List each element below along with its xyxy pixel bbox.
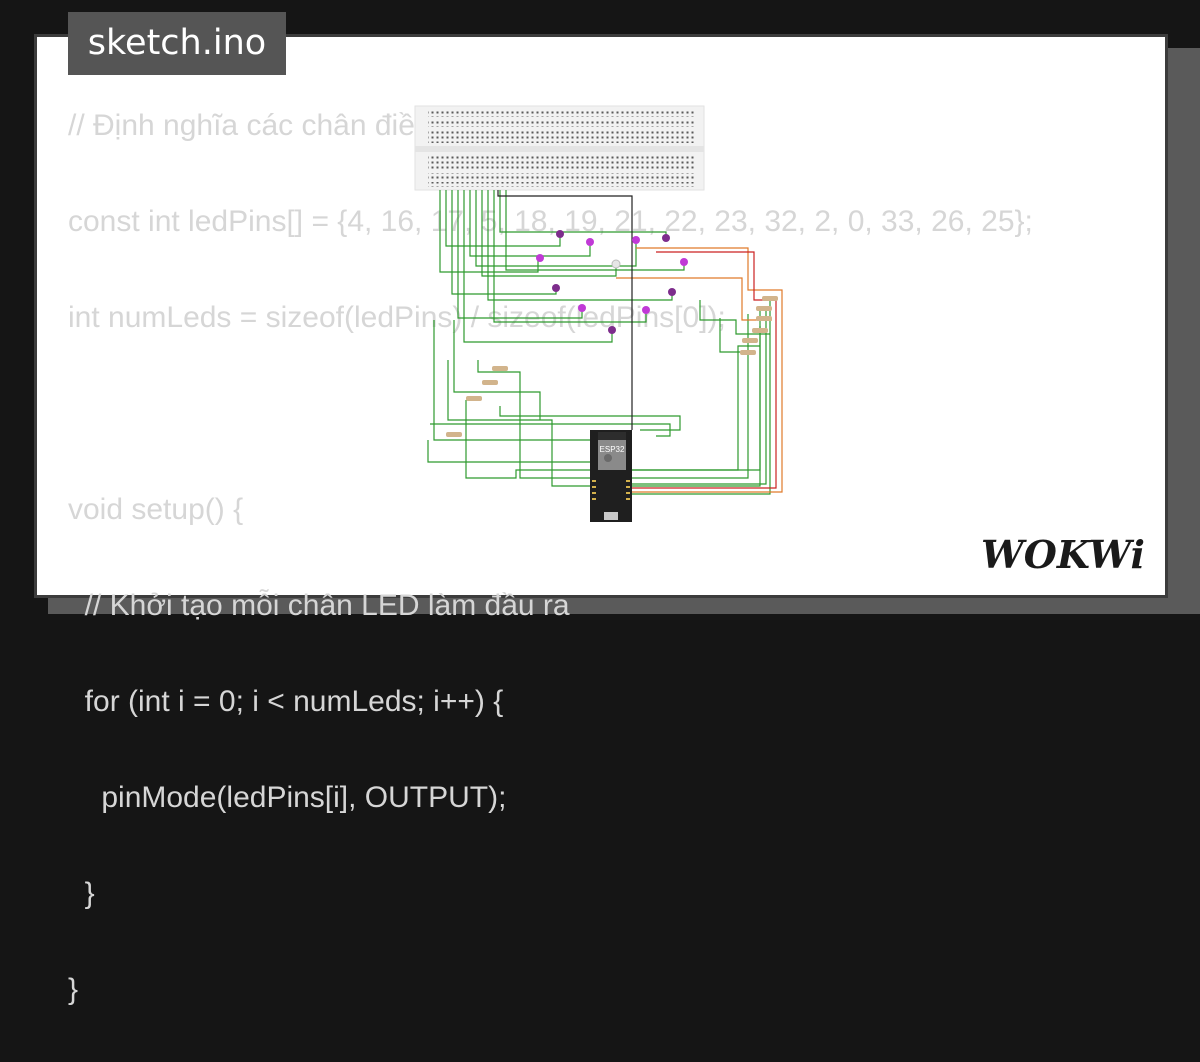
code-line: const int ledPins[] = {4, 16, 17, 5, 18,…: [68, 205, 1033, 238]
file-tab[interactable]: sketch.ino: [68, 12, 286, 75]
resistor-icon: [482, 380, 498, 385]
code-line: pinMode(ledPins[i], OUTPUT);: [68, 781, 507, 814]
esp32-board: ESP32: [590, 430, 632, 522]
resistors: [446, 296, 778, 437]
leds: [536, 230, 688, 334]
code-line: }: [68, 973, 79, 1006]
code-line: int numLeds = sizeof(ledPins) / sizeof(l…: [68, 301, 726, 334]
resistor-icon: [756, 316, 772, 321]
resistor-icon: [446, 432, 462, 437]
breadboard: [414, 105, 705, 191]
led-icon: [552, 284, 560, 292]
led-icon: [680, 258, 688, 266]
svg-text:WOKWi: WOKWi: [981, 532, 1145, 577]
code-line: // Khởi tạo mỗi chân LED làm đầu ra: [68, 589, 570, 622]
led-icon: [668, 288, 676, 296]
code-line: }: [68, 877, 95, 910]
wokwi-logo: WOKWi: [981, 532, 1145, 577]
resistor-icon: [756, 306, 772, 311]
code-line: void setup() {: [68, 493, 244, 526]
wires-power: [497, 190, 783, 493]
resistor-icon: [752, 328, 768, 333]
led-icon: [556, 230, 564, 238]
led-icon: [586, 238, 594, 246]
resistor-icon: [762, 296, 778, 301]
resistor-icon: [492, 366, 508, 371]
led-icon: [578, 304, 586, 312]
led-icon: [536, 254, 544, 262]
code-line: for (int i = 0; i < numLeds; i++) {: [68, 685, 504, 718]
resistor-icon: [742, 338, 758, 343]
led-icon: [632, 236, 640, 244]
led-icon: [662, 234, 670, 242]
resistor-icon: [466, 396, 482, 401]
led-icon: [608, 326, 616, 334]
resistor-icon: [740, 350, 756, 355]
led-icon: [611, 259, 621, 269]
board-label: ESP32: [600, 445, 625, 454]
circuit-diagram: ESP32: [414, 105, 783, 522]
led-icon: [642, 306, 650, 314]
